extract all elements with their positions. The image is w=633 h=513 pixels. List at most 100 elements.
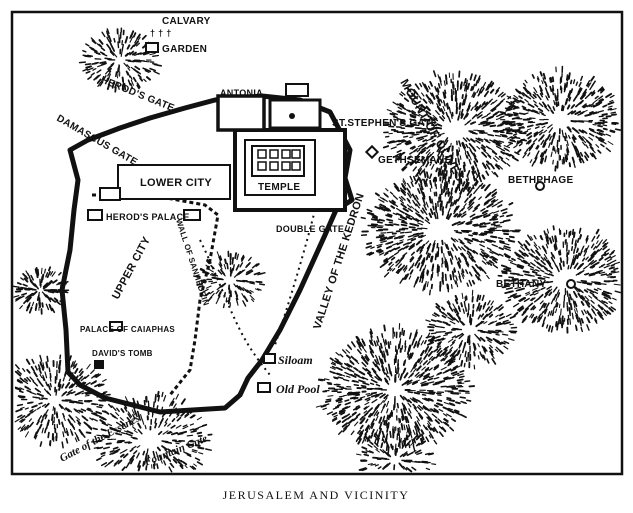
terrain-stroke xyxy=(387,213,393,217)
terrain-stroke xyxy=(463,362,466,368)
terrain-stroke xyxy=(578,262,585,269)
terrain-stroke xyxy=(376,374,383,381)
terrain-stroke xyxy=(370,246,375,249)
terrain-stroke xyxy=(546,324,549,329)
terrain-stroke xyxy=(471,309,475,317)
terrain-stroke xyxy=(504,243,510,246)
terrain-stroke xyxy=(480,233,487,236)
terrain-stroke xyxy=(427,85,431,90)
terrain-stroke xyxy=(427,350,434,357)
terrain-stroke xyxy=(44,371,48,379)
terrain-stroke xyxy=(106,83,111,91)
terrain-stroke xyxy=(417,169,421,175)
terrain-stroke xyxy=(590,75,595,82)
terrain-stroke xyxy=(410,450,417,454)
terrain-stroke xyxy=(536,93,542,101)
terrain-stroke xyxy=(406,182,411,189)
siloam-pool-icon xyxy=(263,353,276,364)
terrain-stroke xyxy=(410,237,417,242)
terrain-stroke xyxy=(508,141,514,145)
terrain-stroke xyxy=(466,150,471,157)
terrain-stroke xyxy=(567,72,571,80)
terrain-stroke xyxy=(428,367,433,372)
terrain-stroke xyxy=(613,267,619,271)
terrain-stroke xyxy=(115,421,123,427)
terrain-stroke xyxy=(612,297,617,301)
terrain-stroke xyxy=(193,275,201,278)
terrain-stroke xyxy=(366,212,375,216)
terrain-stroke xyxy=(450,284,453,289)
terrain-stroke xyxy=(578,227,582,233)
terrain-stroke xyxy=(458,342,463,349)
terrain-stroke xyxy=(491,196,496,200)
terrain-stroke xyxy=(443,355,448,362)
terrain-stroke xyxy=(32,396,39,399)
terrain-stroke xyxy=(555,289,560,296)
terrain-stroke xyxy=(597,110,604,113)
terrain-stroke xyxy=(495,323,502,327)
terrain-stroke xyxy=(114,86,117,93)
terrain-stroke xyxy=(401,345,404,350)
terrain-stroke xyxy=(485,308,489,313)
terrain-stroke xyxy=(547,311,551,317)
terrain-stroke xyxy=(381,430,386,438)
gethsemane-marker xyxy=(364,144,380,160)
terrain-stroke xyxy=(422,162,426,167)
terrain-stroke xyxy=(485,183,491,190)
terrain-stroke xyxy=(449,259,453,265)
terrain-stroke xyxy=(484,120,489,123)
terrain-stroke xyxy=(104,57,111,60)
terrain-stroke xyxy=(480,232,488,234)
terrain-stroke xyxy=(404,231,413,234)
terrain-stroke xyxy=(417,429,421,436)
terrain-stroke xyxy=(468,200,473,206)
terrain-stroke xyxy=(463,300,466,308)
terrain-stroke xyxy=(450,142,452,147)
terrain-stroke xyxy=(576,316,580,323)
terrain-stroke xyxy=(166,456,172,462)
terrain-stroke xyxy=(383,350,386,357)
terrain-stroke xyxy=(543,303,547,309)
terrain-stroke xyxy=(427,420,432,426)
terrain-stroke xyxy=(396,267,402,275)
terrain-stroke xyxy=(46,390,52,396)
terrain-stroke xyxy=(589,111,594,114)
terrain-stroke xyxy=(420,380,427,384)
terrain-stroke xyxy=(414,153,421,159)
terrain-stroke xyxy=(373,445,379,450)
terrain-stroke xyxy=(575,151,579,158)
terrain-stroke xyxy=(447,212,453,221)
terrain-stroke xyxy=(433,364,439,369)
terrain-stroke xyxy=(146,448,149,454)
terrain-stroke xyxy=(507,136,513,140)
terrain-stroke xyxy=(388,221,394,224)
terrain-stroke xyxy=(469,187,474,193)
terrain-stroke xyxy=(487,339,492,344)
terrain-stroke xyxy=(429,187,432,192)
terrain-stroke xyxy=(406,429,409,434)
label-bethphage: BETHPHAGE xyxy=(508,175,574,186)
terrain-stroke xyxy=(604,303,609,308)
terrain-stroke xyxy=(498,341,504,345)
terrain-stroke xyxy=(106,28,110,35)
terrain-stroke xyxy=(477,184,481,190)
terrain-stroke xyxy=(551,76,555,83)
terrain-stroke xyxy=(397,139,405,143)
terrain-stroke xyxy=(464,380,471,383)
terrain-stroke xyxy=(407,234,414,238)
terrain-stroke xyxy=(444,74,448,80)
terrain-stroke xyxy=(102,378,107,382)
terrain-stroke xyxy=(92,67,97,71)
terrain-stroke xyxy=(571,156,575,164)
terrain-stroke xyxy=(579,151,584,157)
terrain-stroke xyxy=(409,118,417,122)
city-wall xyxy=(59,93,355,415)
terrain-stroke xyxy=(413,89,419,96)
terrain-stroke xyxy=(515,288,523,292)
terrain-stroke xyxy=(36,392,44,397)
terrain-stroke xyxy=(485,170,490,176)
terrain-stroke xyxy=(434,419,440,425)
terrain-stroke xyxy=(236,270,242,276)
terrain-stroke xyxy=(64,381,71,389)
terrain-stroke xyxy=(489,239,496,243)
